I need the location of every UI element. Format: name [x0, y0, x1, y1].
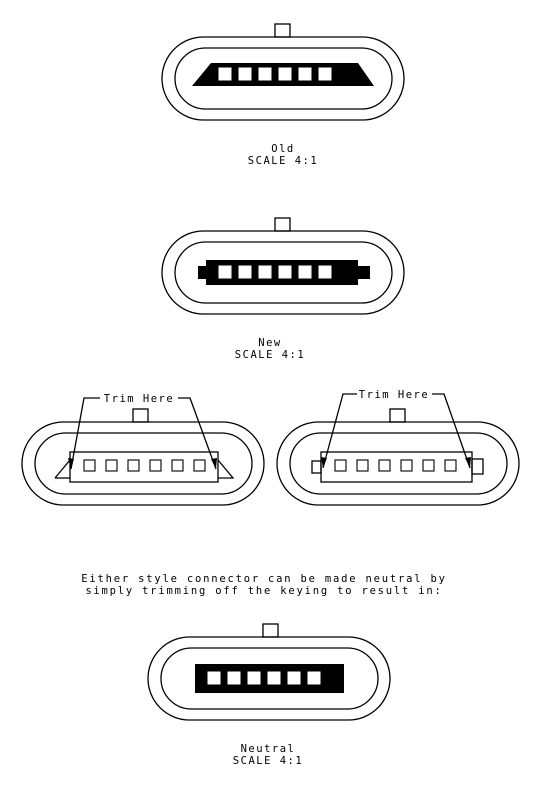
old-caption: Old — [271, 143, 294, 155]
pin-4 — [400, 459, 413, 472]
pin-row — [217, 264, 333, 280]
neutral-note: Either style connector can be made neutr… — [81, 573, 446, 597]
connector-housing-outer — [147, 636, 391, 721]
latch-tab — [274, 217, 291, 232]
pin-1 — [206, 670, 222, 686]
latch-tab — [132, 408, 149, 423]
pin-row — [217, 66, 333, 82]
pin-5 — [171, 459, 184, 472]
pin-row — [334, 459, 457, 472]
trim-new-connector: Trim Here — [276, 389, 520, 506]
pin-3 — [127, 459, 140, 472]
latch-tab — [274, 23, 291, 38]
pin-4 — [277, 66, 293, 82]
pin-6 — [193, 459, 206, 472]
pin-1 — [217, 264, 233, 280]
pin-row — [83, 459, 206, 472]
neutral-caption: Neutral — [241, 743, 296, 755]
trim-old-connector: Trim Here — [21, 393, 265, 506]
key-right — [357, 266, 370, 279]
arrow-head-right — [465, 457, 471, 468]
connector-housing-outer — [21, 421, 265, 506]
note-line-2: simply trimming off the keying to result… — [85, 585, 442, 597]
old-scale: SCALE 4:1 — [248, 155, 318, 167]
connector-housing-inner — [174, 241, 393, 304]
arrow-head-left — [68, 458, 74, 469]
pin-6 — [444, 459, 457, 472]
key-left-outline — [311, 460, 322, 474]
pin-5 — [422, 459, 435, 472]
connector-housing-inner — [160, 647, 379, 710]
trim-label: Trim Here — [359, 389, 429, 401]
connector-housing-inner — [174, 47, 393, 110]
trim-callout: Trim Here — [321, 389, 471, 469]
key-left — [198, 266, 207, 279]
pin-4 — [149, 459, 162, 472]
connector-housing-inner — [289, 432, 508, 495]
latch-tab — [262, 623, 279, 638]
pin-2 — [226, 670, 242, 686]
note-line-1: Either style connector can be made neutr… — [81, 573, 446, 585]
pin-2 — [356, 459, 369, 472]
pin-4 — [277, 264, 293, 280]
pin-3 — [378, 459, 391, 472]
trim-label: Trim Here — [104, 393, 174, 405]
pin-6 — [317, 264, 333, 280]
leader-right — [432, 393, 471, 469]
old-connector: Old SCALE 4:1 — [161, 23, 405, 167]
pin-2 — [105, 459, 118, 472]
new-connector: New SCALE 4:1 — [161, 217, 405, 361]
pin-5 — [297, 66, 313, 82]
connector-housing-outer — [276, 421, 520, 506]
leader-right — [178, 397, 217, 470]
pin-5 — [286, 670, 302, 686]
key-right-outline — [471, 458, 484, 475]
connector-housing-outer — [161, 36, 405, 121]
new-caption: New — [258, 337, 281, 349]
arrow-head-right — [211, 458, 217, 469]
pin-6 — [317, 66, 333, 82]
pin-6 — [306, 670, 322, 686]
pin-3 — [257, 264, 273, 280]
pin-3 — [246, 670, 262, 686]
pin-2 — [237, 66, 253, 82]
connector-housing-outer — [161, 230, 405, 315]
pin-1 — [217, 66, 233, 82]
trim-edge-left — [54, 459, 71, 479]
new-scale: SCALE 4:1 — [235, 349, 305, 361]
trim-edge-right — [217, 459, 235, 479]
pin-2 — [237, 264, 253, 280]
pin-5 — [297, 264, 313, 280]
pin-1 — [83, 459, 96, 472]
latch-tab — [389, 408, 406, 423]
leader-left — [70, 397, 100, 470]
insert-outline — [69, 451, 219, 483]
pin-4 — [266, 670, 282, 686]
pin-row — [206, 670, 322, 686]
connector-housing-inner — [34, 432, 253, 495]
arrow-head-left — [321, 457, 327, 468]
neutral-connector: Neutral SCALE 4:1 — [147, 623, 391, 767]
trim-callout: Trim Here — [68, 393, 217, 470]
leader-left — [322, 393, 357, 469]
pin-1 — [334, 459, 347, 472]
pin-3 — [257, 66, 273, 82]
neutral-scale: SCALE 4:1 — [233, 755, 303, 767]
